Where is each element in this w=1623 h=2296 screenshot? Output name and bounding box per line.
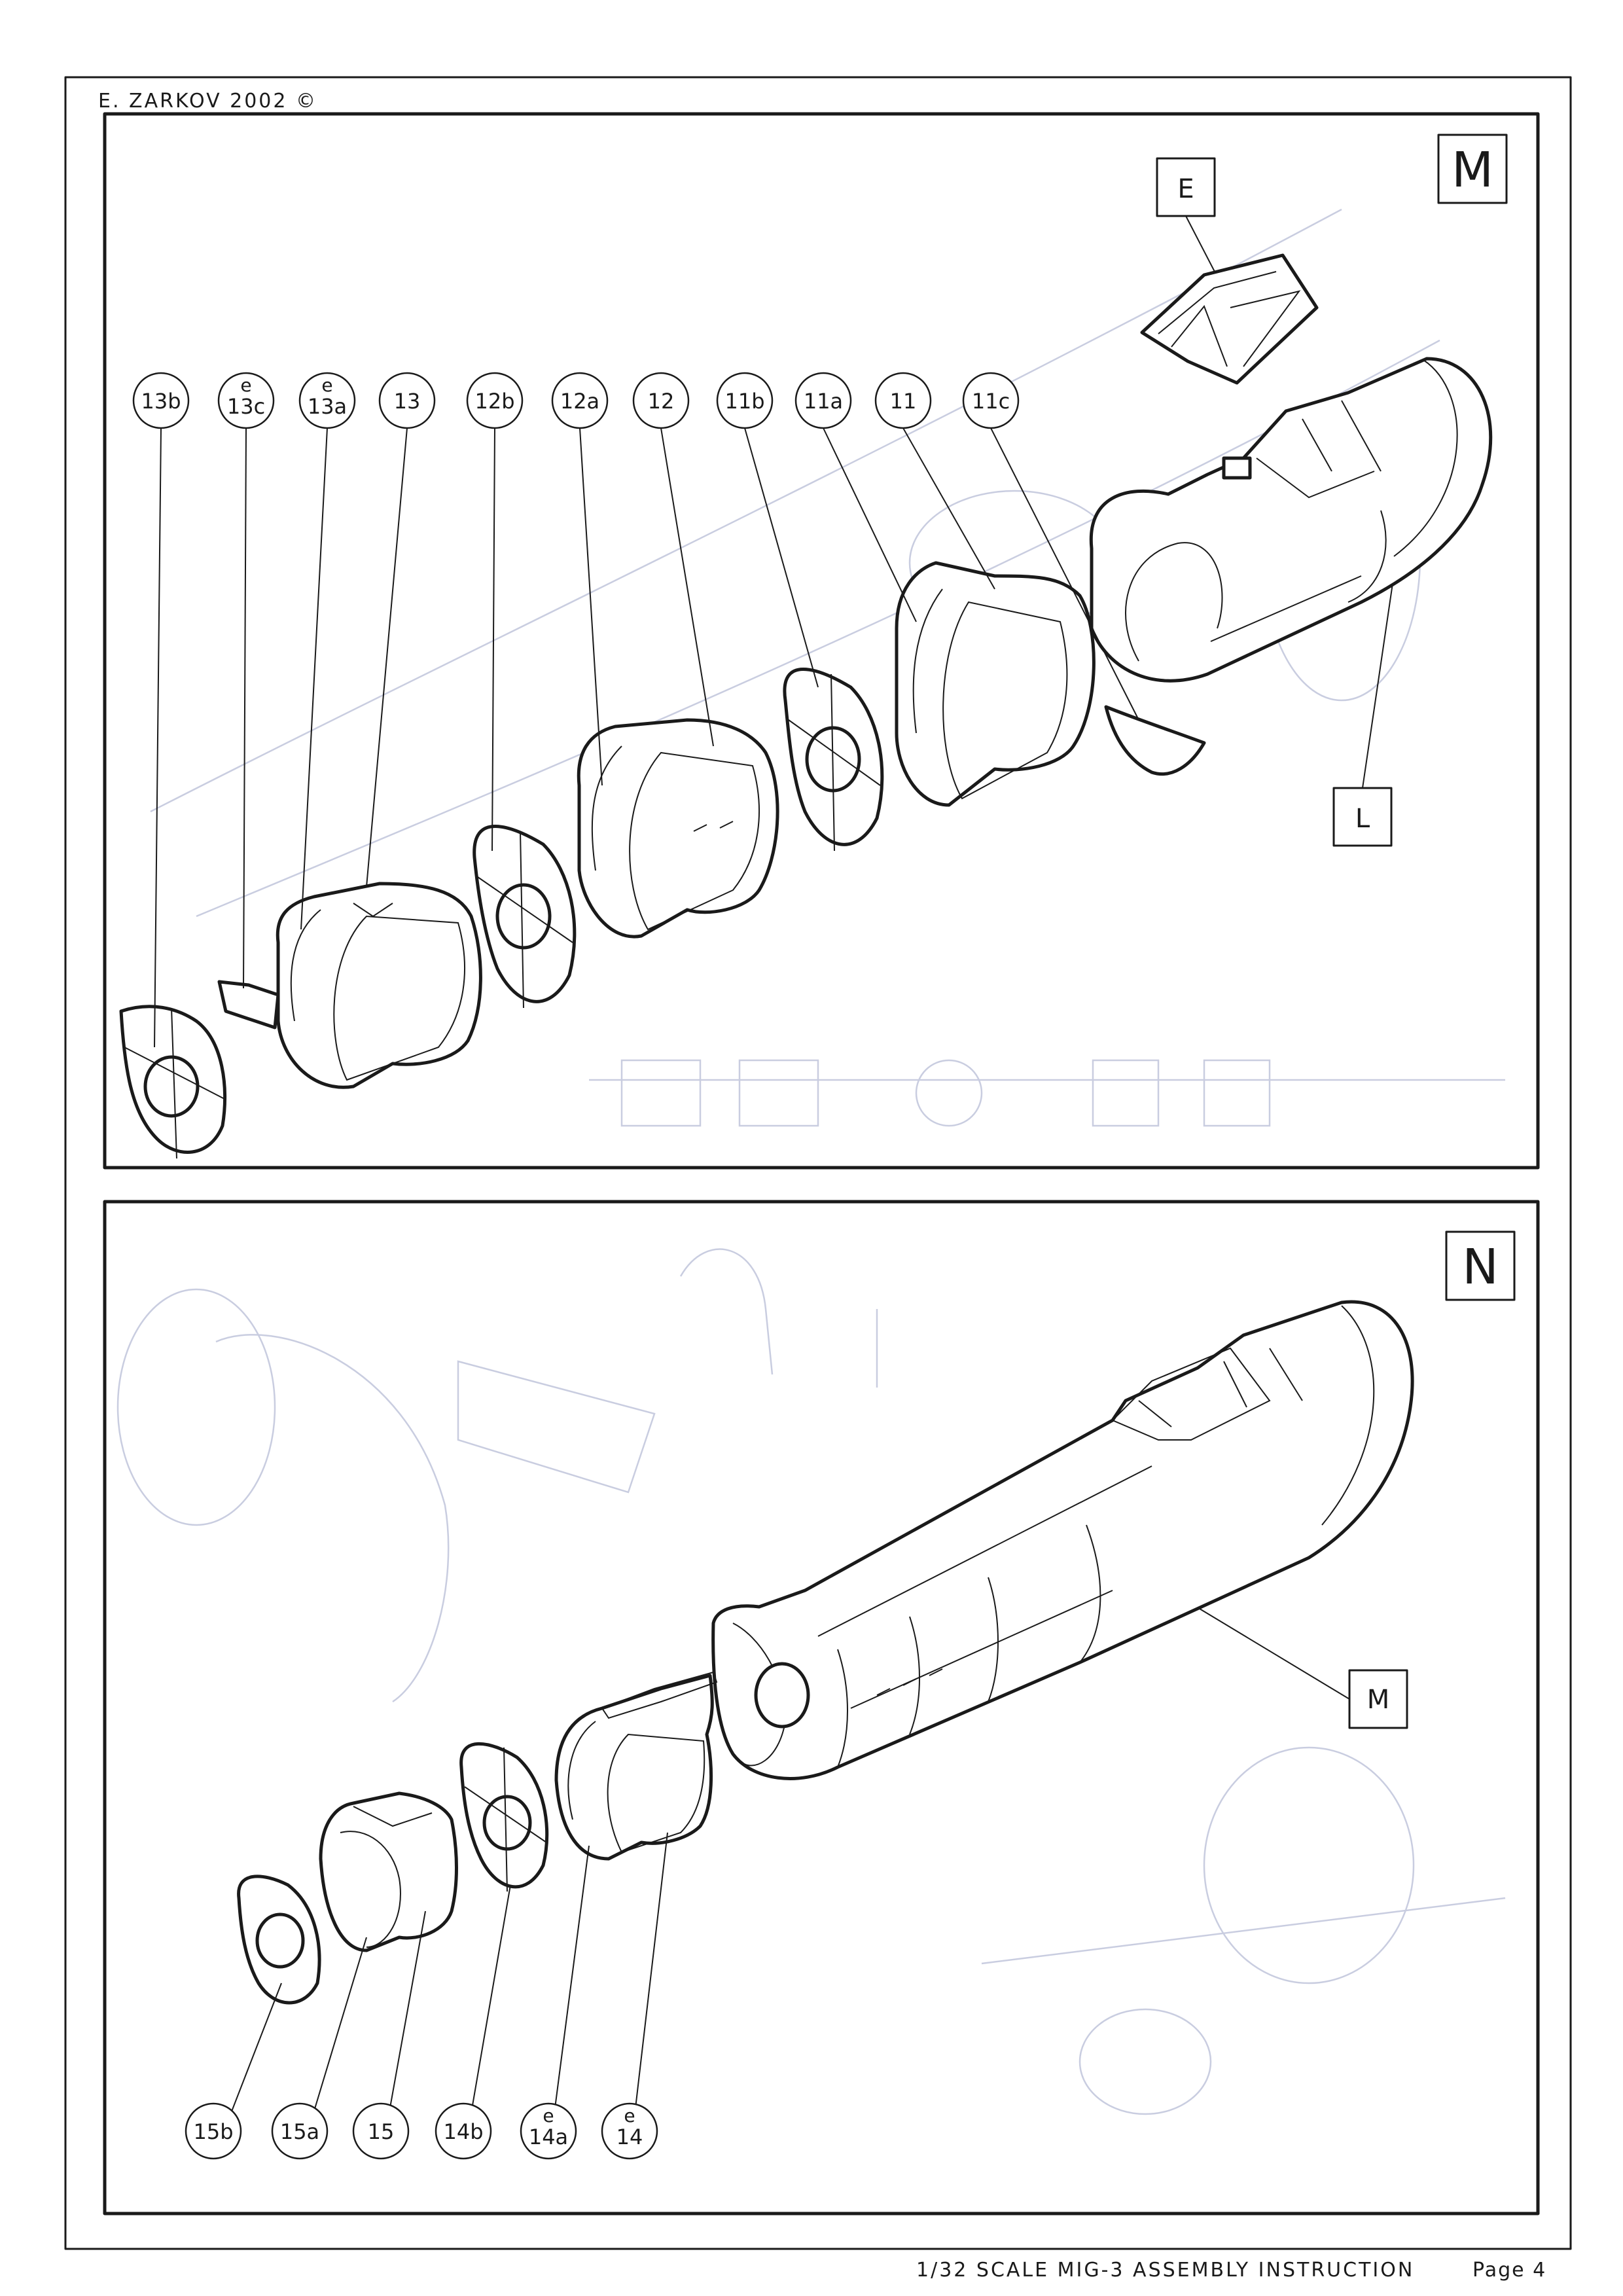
callout-label-11: 11 [890, 389, 917, 414]
callout-circle-14 [601, 2102, 658, 2160]
callout-label-11c: 11c [972, 389, 1010, 414]
copyright-text: E. ZARKOV 2002 © [98, 90, 317, 113]
leader-line-12a [579, 427, 603, 786]
page-frame [64, 76, 1572, 2250]
callout-circle-11b [716, 372, 774, 429]
callout-label-11b: 11b [724, 389, 764, 414]
callout-label-12: 12 [648, 389, 675, 414]
callout-label-15: 15 [368, 2119, 395, 2144]
leader-line-13c [243, 427, 247, 989]
leader-line-11b [744, 427, 819, 688]
callout-label-13a: 13a [308, 394, 347, 419]
callout-label-13b: 13b [141, 389, 181, 414]
step-m-panel: M E L [103, 112, 1540, 1170]
step-n-frame [103, 1200, 1540, 2215]
callout-circle-15a [271, 2102, 329, 2160]
part-15-shape [319, 1791, 458, 1952]
part-11b-shape [783, 668, 884, 852]
part-12-shape [577, 718, 779, 939]
callout-circle-13 [378, 372, 436, 429]
etched-marker-13a: e [321, 374, 332, 396]
etched-marker-13c: e [240, 374, 251, 396]
callout-circle-12b [466, 372, 524, 429]
step-m-frame [103, 112, 1540, 1170]
fuselage-section-l [1089, 357, 1493, 683]
callout-label-14: 14 [616, 2125, 643, 2149]
callout-circle-13a [298, 372, 356, 429]
callout-label-e: E [1177, 174, 1194, 204]
callout-circle-11c [962, 372, 1020, 429]
callout-circle-11a [794, 372, 852, 429]
assembled-fuselage-m [711, 1300, 1414, 1780]
etched-marker-14: e [624, 2105, 635, 2126]
callout-circle-15b [185, 2102, 242, 2160]
callout-label-m: M [1367, 1685, 1390, 1715]
callout-label-13c: 13c [227, 394, 265, 419]
part-11-shape [895, 561, 1096, 807]
callout-label-l: L [1355, 804, 1370, 834]
leader-line-12b [491, 427, 495, 852]
ghost-lines-n [116, 1248, 1506, 2115]
callout-circle-11 [874, 372, 932, 429]
callout-label-12b: 12b [474, 389, 514, 414]
footer-page: Page 4 [1472, 2259, 1546, 2282]
callout-circle-14b [435, 2102, 492, 2160]
callout-circle-12 [632, 372, 690, 429]
callout-circle-14a [520, 2102, 577, 2160]
callout-label-15a: 15a [280, 2119, 319, 2144]
step-n-panel: N M [103, 1200, 1540, 2215]
leader-line-12 [660, 427, 714, 747]
callout-label-14b: 14b [443, 2119, 483, 2144]
callout-label-13: 13 [394, 389, 421, 414]
part-15b-shape [237, 1874, 321, 2005]
part-12b-shape [473, 825, 577, 1009]
part-14b-shape [459, 1742, 549, 1892]
callout-circle-13c [217, 372, 275, 429]
callout-label-14a: 14a [529, 2125, 568, 2149]
leader-line-11a [823, 427, 917, 622]
step-n-letter: N [1462, 1239, 1498, 1295]
leader-line-11 [902, 427, 995, 590]
part-14-shape [554, 1671, 718, 1861]
leader-line-13 [366, 427, 408, 888]
callout-label-15b: 15b [193, 2119, 233, 2144]
part-13c-shape [217, 980, 280, 1030]
part-13b-shape [119, 1005, 227, 1159]
part-13-shape [276, 882, 482, 1089]
leader-line-11c [990, 427, 1139, 721]
step-m-letter-box [1437, 134, 1508, 204]
callout-circle-15 [352, 2102, 410, 2160]
step-m-letter: M [1452, 142, 1493, 198]
callout-label-11a: 11a [804, 389, 843, 414]
callout-label-12a: 12a [560, 389, 599, 414]
step-n-letter-box [1445, 1230, 1516, 1301]
footer-title: 1/32 SCALE MIG-3 ASSEMBLY INSTRUCTION [916, 2259, 1414, 2282]
leader-line-13a [300, 427, 328, 930]
leader-line-13b [154, 427, 162, 1048]
callout-circle-13b [132, 372, 190, 429]
part-11c-shape [1104, 705, 1206, 776]
callout-circle-12a [551, 372, 609, 429]
etched-marker-14a: e [543, 2105, 554, 2126]
canopy-part-e [1140, 253, 1319, 385]
